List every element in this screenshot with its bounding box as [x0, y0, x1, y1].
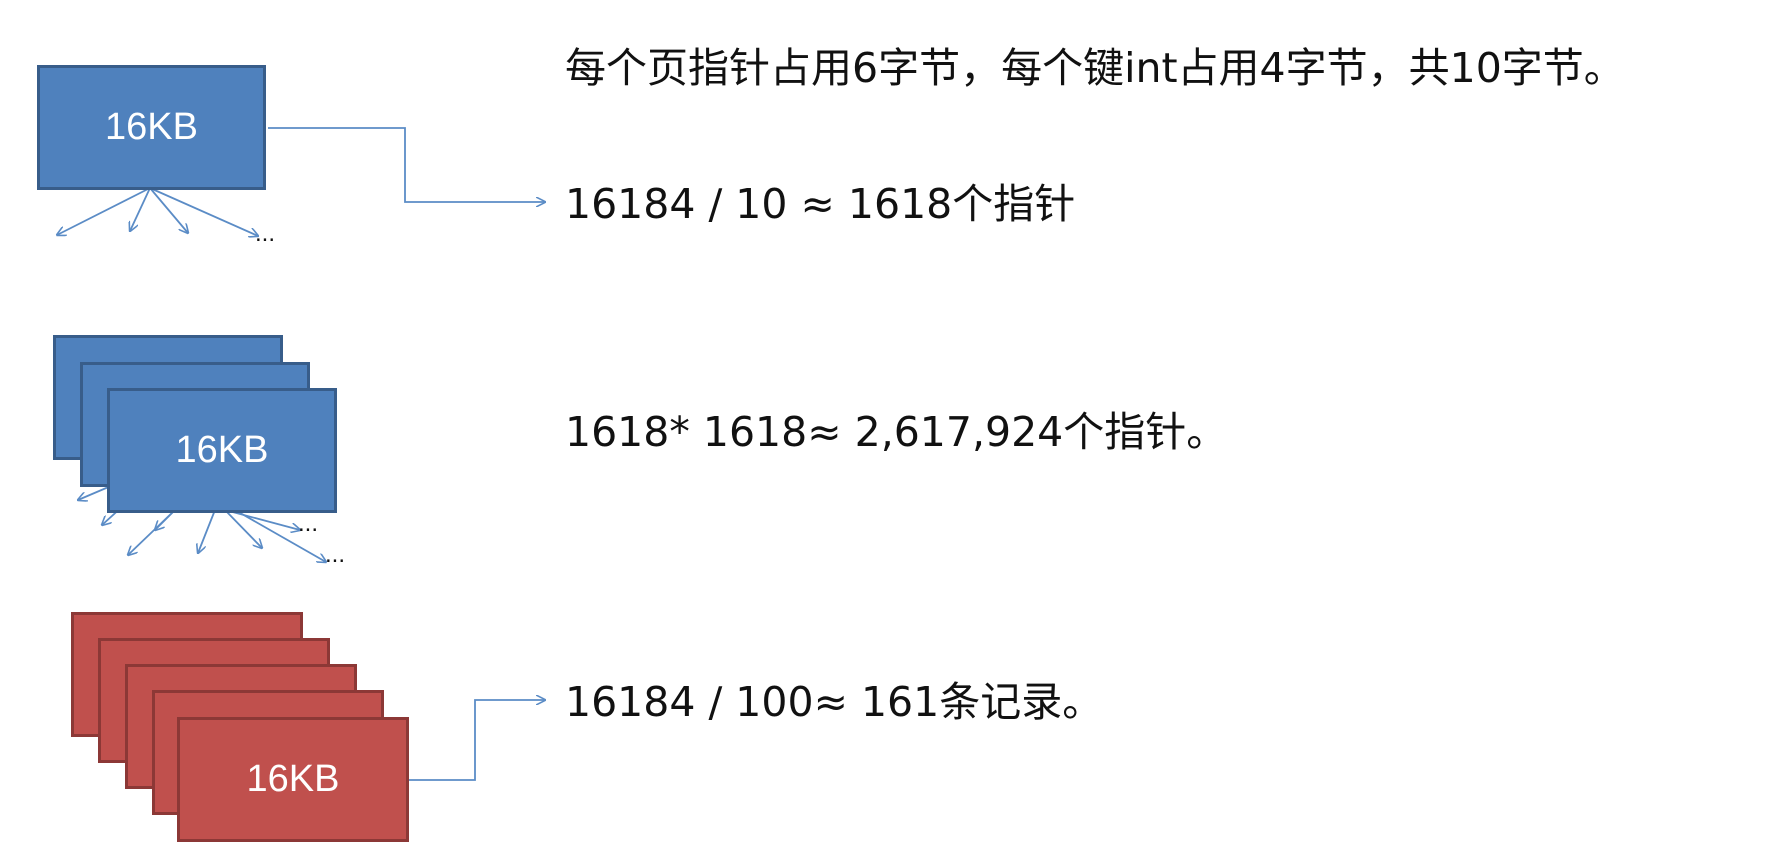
middle-index-page-3: 16KB [107, 388, 337, 513]
root-index-page: 16KB [37, 65, 266, 190]
leaf-connector-arrow [408, 700, 545, 781]
leaf-page-label: 16KB [246, 758, 340, 800]
pointer-size-note: 每个页指针占用6字节，每个键int占用4字节，共10字节。 [565, 44, 1625, 92]
root-ellipsis: ... [255, 220, 276, 247]
root-connector-arrow [268, 127, 545, 202]
middle-ellipsis-2: ... [325, 541, 346, 568]
root-pointer-count: 16184 / 10 ≈ 1618个指针 [565, 180, 1076, 228]
middle-ellipsis-1: ... [298, 510, 319, 537]
leaf-record-count: 16184 / 100≈ 161条记录。 [565, 678, 1104, 726]
leaf-page-5: 16KB [177, 717, 409, 842]
second-level-pointer-count: 1618* 1618≈ 2,617,924个指针。 [565, 408, 1228, 456]
root-fanout-arrows [57, 187, 258, 236]
root-page-label: 16KB [105, 106, 198, 148]
middle-page-label: 16KB [175, 429, 269, 471]
